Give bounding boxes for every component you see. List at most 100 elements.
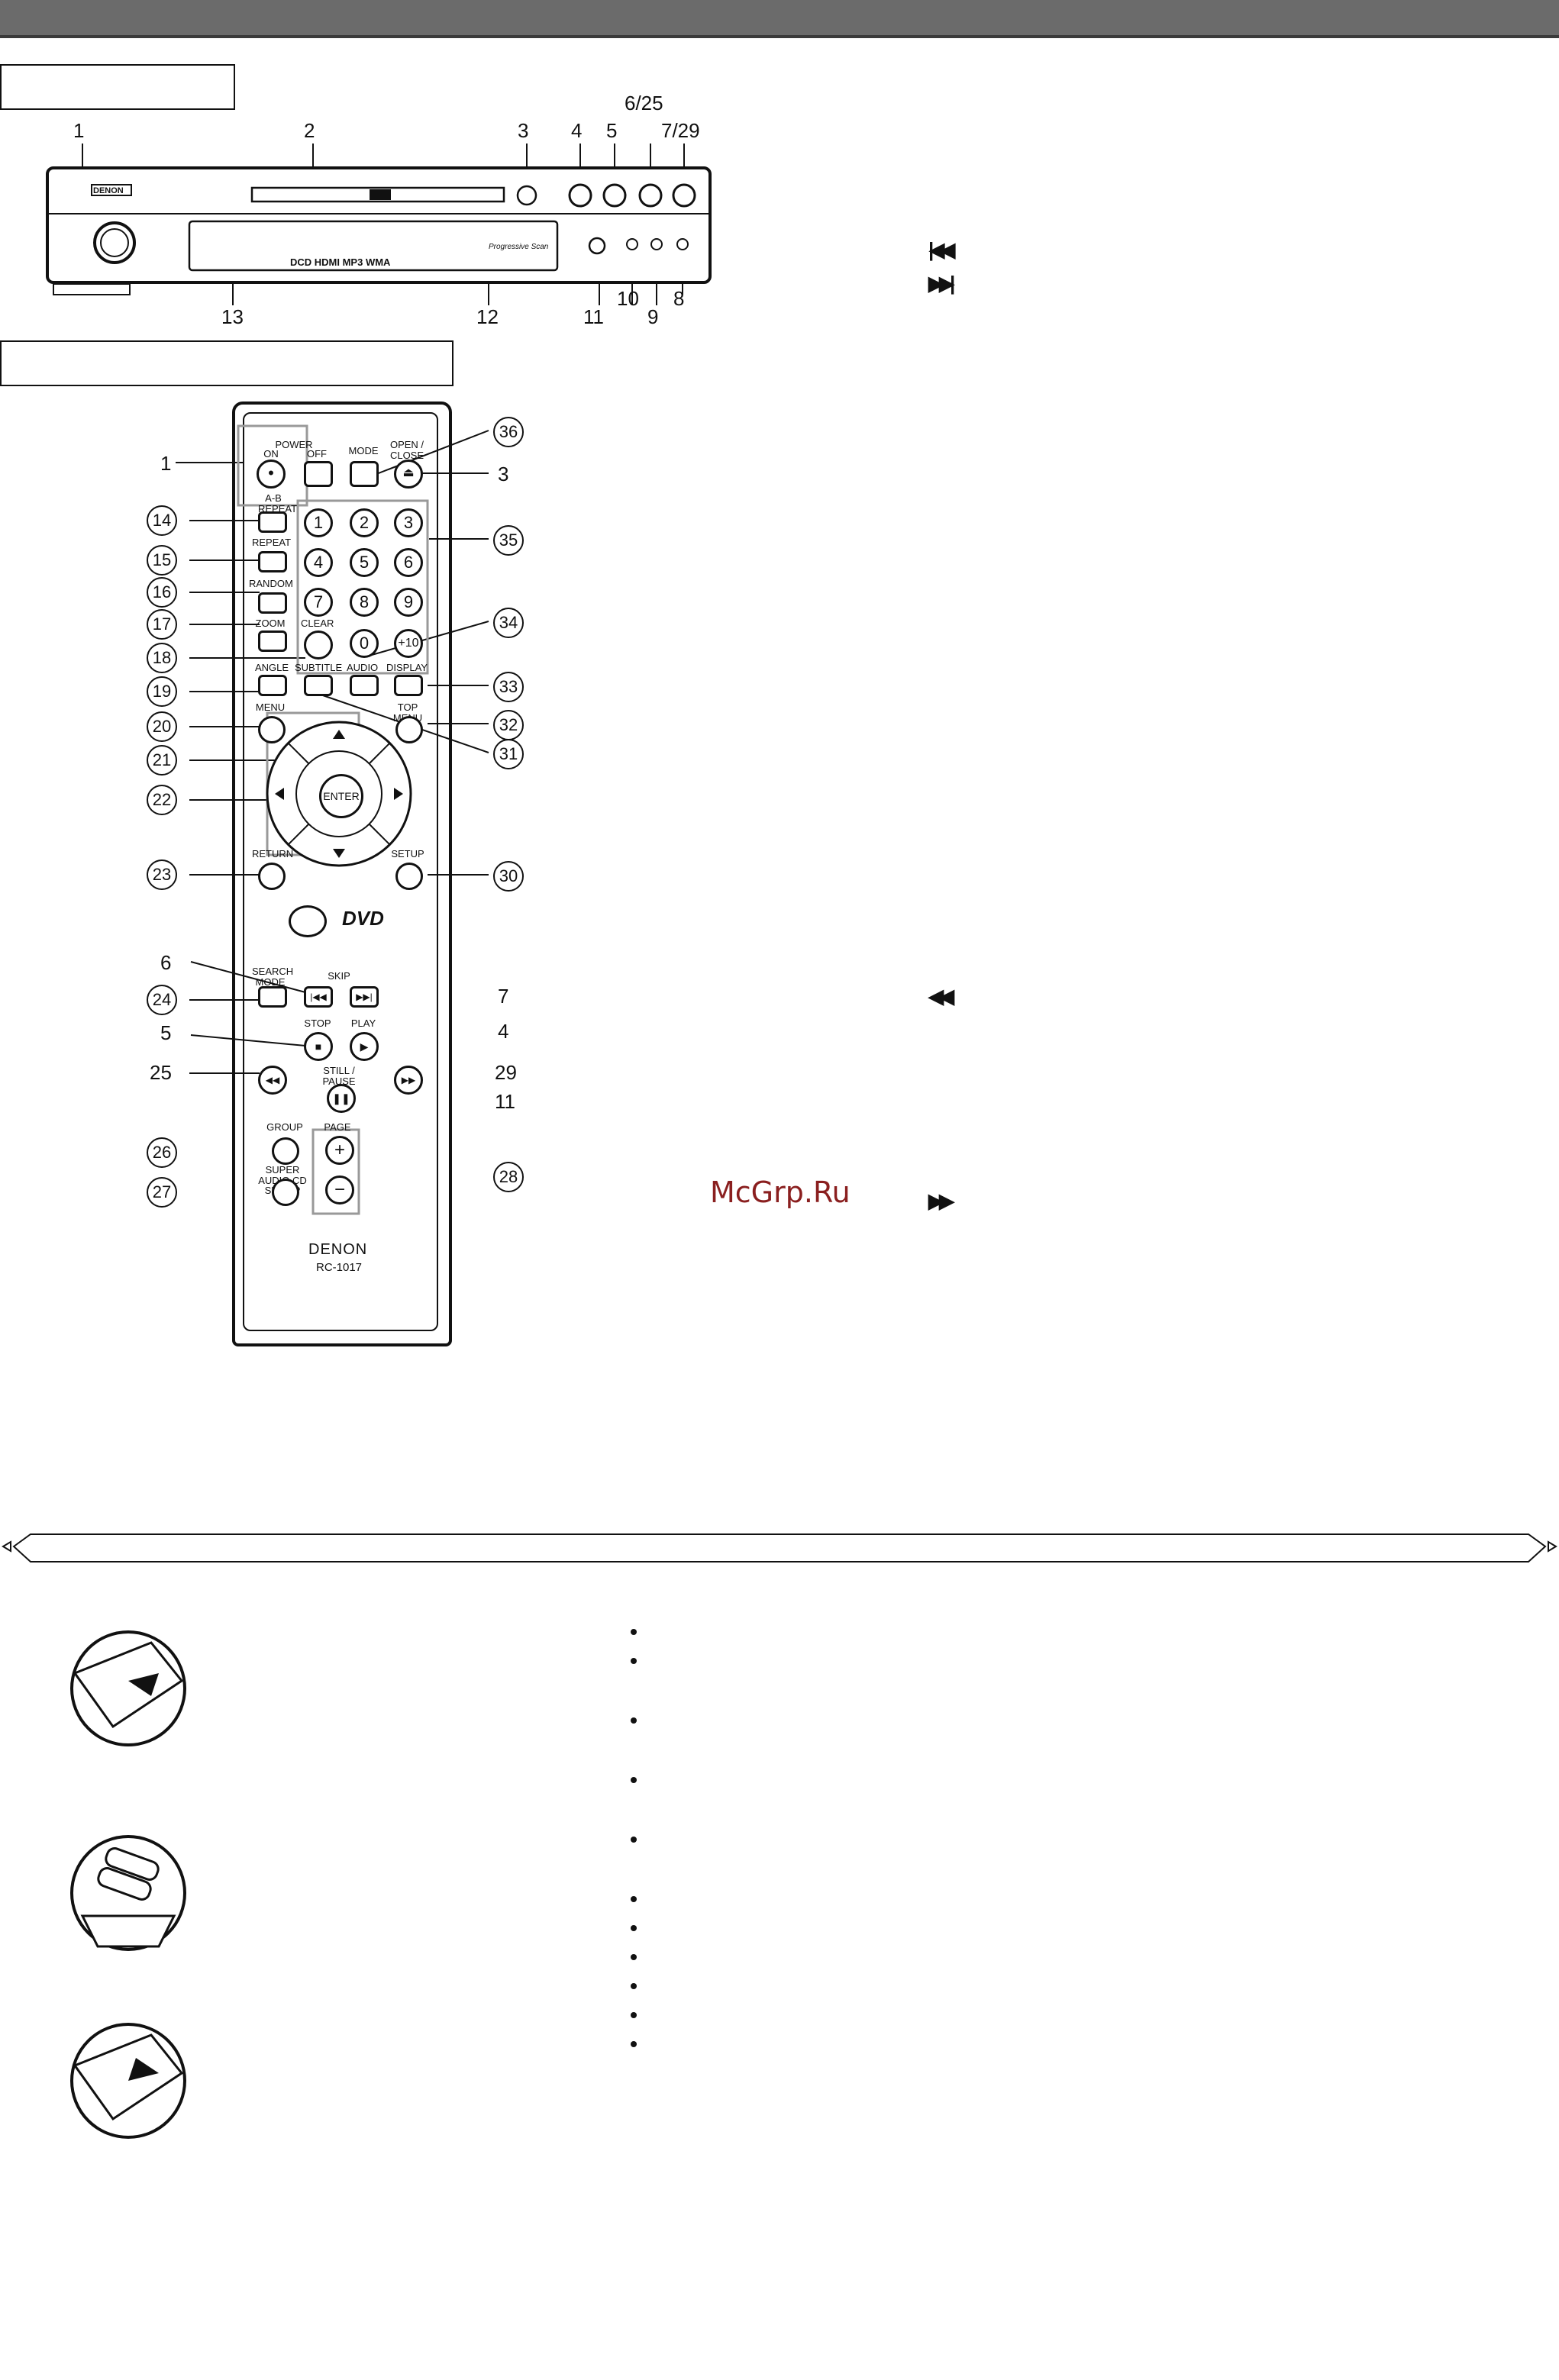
remote-callout-1: 1 xyxy=(160,452,172,475)
menu-button[interactable] xyxy=(258,716,286,743)
bullet xyxy=(631,1925,637,1931)
remote-leaders xyxy=(176,424,489,1215)
ab-repeat-button[interactable] xyxy=(258,511,287,533)
skip-label: SKIP xyxy=(328,970,350,982)
remote-callout-34: 34 xyxy=(493,608,524,638)
search-mode-label: SEARCH MODE xyxy=(252,966,294,988)
callout-9: 9 xyxy=(647,305,659,328)
angle-button[interactable] xyxy=(258,675,287,696)
callout-6-25: 6/25 xyxy=(625,92,663,114)
remote-inner xyxy=(243,412,438,1331)
remote-callout-23: 23 xyxy=(147,859,177,890)
audio-button[interactable] xyxy=(350,675,379,696)
bullet xyxy=(631,1629,637,1635)
clear-button[interactable] xyxy=(304,630,333,659)
skip-forward-icon: ▶▶| xyxy=(928,272,955,295)
sacd-logo xyxy=(289,905,327,937)
bullet xyxy=(631,1717,637,1724)
remote-callout-30: 30 xyxy=(493,861,524,892)
audio-label: AUDIO xyxy=(347,662,379,673)
remote-callout-6: 6 xyxy=(160,951,172,974)
callout-13: 13 xyxy=(221,305,244,328)
remote-callout-21: 21 xyxy=(147,745,177,776)
open-close-button[interactable]: ⏏ xyxy=(394,460,423,489)
digit-1-button[interactable]: 1 xyxy=(304,508,333,537)
on-label: ON xyxy=(263,448,279,460)
battery-banner xyxy=(2,1533,1557,1562)
ab-repeat-label: A-B REPEAT xyxy=(258,492,298,514)
digit-2-button[interactable]: 2 xyxy=(350,508,379,537)
enter-button[interactable]: ENTER xyxy=(319,774,363,818)
remote-callout-4: 4 xyxy=(498,1020,509,1043)
rewind-button[interactable]: ◀◀ xyxy=(258,1066,287,1095)
digit-4-button[interactable]: 4 xyxy=(304,548,333,577)
digit-0-button[interactable]: 0 xyxy=(350,629,379,658)
mode-button[interactable] xyxy=(350,461,379,487)
remote-model: RC-1017 xyxy=(316,1261,363,1274)
digit-plus10-button[interactable]: +10 xyxy=(394,629,423,658)
bullet xyxy=(631,1983,637,1989)
callout-3: 3 xyxy=(518,119,529,142)
still-pause-button[interactable]: ❚❚ xyxy=(327,1084,356,1113)
remote-callout-18: 18 xyxy=(147,643,177,673)
digit-3-button[interactable]: 3 xyxy=(394,508,423,537)
page-plus-button[interactable]: + xyxy=(325,1136,354,1165)
remote-callout-32: 32 xyxy=(493,710,524,740)
remote-callout-14: 14 xyxy=(147,505,177,536)
top-menu-button[interactable] xyxy=(395,716,423,743)
page-minus-button[interactable]: − xyxy=(325,1175,354,1205)
power-on-button[interactable]: • xyxy=(257,460,286,489)
angle-label: ANGLE xyxy=(255,662,289,673)
digit-8-button[interactable]: 8 xyxy=(350,588,379,617)
remote-callout-7: 7 xyxy=(498,985,509,1008)
remote-callout-25: 25 xyxy=(150,1061,172,1084)
skip-back-button[interactable]: |◀◀ xyxy=(304,986,333,1008)
repeat-button[interactable] xyxy=(258,551,287,572)
remote-callout-26: 26 xyxy=(147,1137,177,1168)
remote-callout-28: 28 xyxy=(493,1162,524,1192)
skip-fwd-button[interactable]: ▶▶| xyxy=(350,986,379,1008)
bullet xyxy=(631,2041,637,2047)
group-button[interactable] xyxy=(272,1137,299,1165)
battery-step3-illustration xyxy=(70,2023,186,2139)
digit-9-button[interactable]: 9 xyxy=(394,588,423,617)
remote-callout-36: 36 xyxy=(493,417,524,447)
callout-8: 8 xyxy=(673,287,685,310)
remote-callout-16: 16 xyxy=(147,577,177,608)
remote-callout-22: 22 xyxy=(147,785,177,815)
return-button[interactable] xyxy=(258,863,286,890)
subtitle-button[interactable] xyxy=(304,675,333,696)
remote-callout-11: 11 xyxy=(495,1090,515,1113)
random-label: RANDOM xyxy=(249,578,293,589)
display-button[interactable] xyxy=(394,675,423,696)
random-button[interactable] xyxy=(258,592,287,614)
setup-label: SETUP xyxy=(391,848,424,859)
callout-1: 1 xyxy=(73,119,85,142)
front-panel-diagram xyxy=(46,144,712,305)
mode-label: MODE xyxy=(348,445,379,456)
digit-5-button[interactable]: 5 xyxy=(350,548,379,577)
page-label: PAGE xyxy=(324,1121,351,1133)
fast-forward-button[interactable]: ▶▶ xyxy=(394,1066,423,1095)
callout-4: 4 xyxy=(571,119,583,142)
menu-label: MENU xyxy=(255,701,286,713)
sacd-setup-button[interactable] xyxy=(272,1179,299,1206)
enter-label: ENTER xyxy=(323,790,360,802)
battery-step1-illustration xyxy=(70,1630,186,1746)
remote-callout-24: 24 xyxy=(147,985,177,1015)
nav-pad[interactable] xyxy=(263,718,415,870)
search-mode-button[interactable] xyxy=(258,986,287,1008)
setup-button[interactable] xyxy=(395,863,423,890)
stop-button[interactable]: ■ xyxy=(304,1032,333,1061)
still-pause-label: STILL / PAUSE xyxy=(322,1065,356,1087)
remote-callout-31: 31 xyxy=(493,739,524,769)
power-off-button[interactable] xyxy=(304,461,333,487)
remote-callout-5: 5 xyxy=(160,1021,172,1044)
open-close-label: OPEN / CLOSE xyxy=(389,439,424,461)
zoom-button[interactable] xyxy=(258,630,287,652)
digit-7-button[interactable]: 7 xyxy=(304,588,333,617)
callout-2: 2 xyxy=(304,119,315,142)
watermark: McGrp.Ru xyxy=(710,1175,851,1209)
play-button[interactable]: ▶ xyxy=(350,1032,379,1061)
digit-6-button[interactable]: 6 xyxy=(394,548,423,577)
